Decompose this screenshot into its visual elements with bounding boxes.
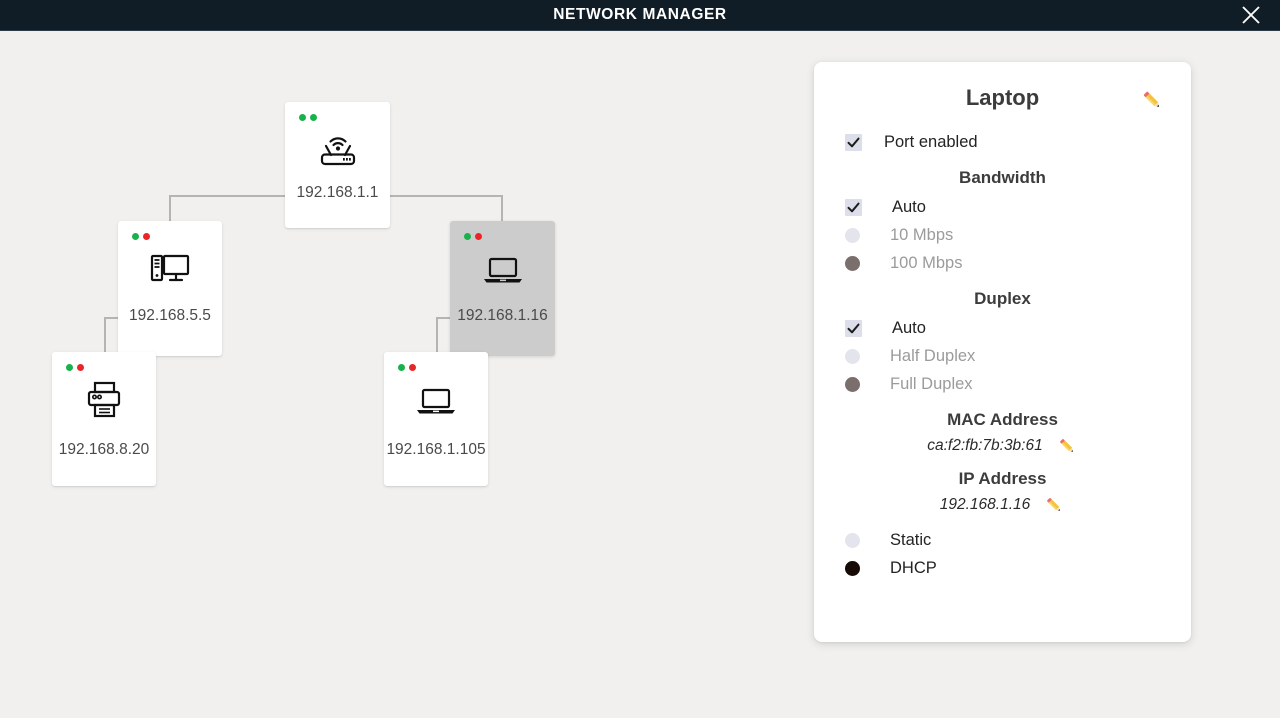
duplex-auto-label: Auto [892, 318, 926, 337]
status-leds [464, 233, 482, 240]
bandwidth-auto-row[interactable]: Auto [814, 193, 1191, 221]
ip-address-heading: IP Address [958, 469, 1047, 488]
topology-node-printer[interactable]: 192.168.8.20 [52, 352, 156, 486]
link-laptop-drop-v [436, 317, 438, 355]
duplex-full-label: Full Duplex [890, 374, 973, 393]
status-leds [66, 364, 84, 371]
link-pc-drop-v [104, 317, 106, 355]
led-green [464, 233, 471, 240]
port-enabled-checkbox[interactable] [845, 133, 862, 151]
led-green [66, 364, 73, 371]
ip-address-value: 192.168.1.16 [939, 496, 1031, 513]
bandwidth-heading: Bandwidth [959, 168, 1046, 187]
close-icon[interactable] [1236, 0, 1266, 30]
led-green [299, 114, 306, 121]
panel-header: Laptop [814, 62, 1191, 128]
wifi-router-icon [285, 128, 390, 174]
dhcp-radio[interactable] [845, 560, 860, 576]
topology-node-laptop[interactable]: 192.168.1.105 [384, 352, 488, 486]
duplex-auto-row[interactable]: Auto [814, 314, 1191, 342]
pencil-edit-icon-title[interactable] [1139, 87, 1165, 113]
node-label: 192.168.1.1 [296, 184, 379, 201]
node-label: 192.168.8.20 [58, 441, 150, 458]
dhcp-label: DHCP [890, 558, 937, 577]
laptop-icon [450, 247, 555, 293]
window-titlebar: NETWORK MANAGER [0, 0, 1280, 31]
bandwidth-auto-label: Auto [892, 197, 926, 216]
bandwidth-10mbps-radio[interactable] [845, 227, 860, 243]
led-red [143, 233, 150, 240]
led-red [475, 233, 482, 240]
desktop-computer-icon [118, 247, 222, 293]
duplex-half-radio[interactable] [845, 348, 860, 364]
pencil-edit-icon-ip[interactable] [1043, 494, 1065, 516]
duplex-full-radio[interactable] [845, 376, 860, 392]
ip-address-value-row: 192.168.1.16 [814, 494, 1191, 516]
duplex-half-label: Half Duplex [890, 346, 976, 365]
bandwidth-100mbps-radio[interactable] [845, 255, 860, 271]
bandwidth-10mbps-label: 10 Mbps [890, 225, 954, 244]
panel-title: Laptop [965, 85, 1040, 110]
bandwidth-100mbps-label: 100 Mbps [890, 253, 963, 272]
addressing-static-row[interactable]: Static [814, 526, 1191, 554]
static-label: Static [890, 530, 932, 549]
link-bus-to-pc [169, 195, 171, 223]
pencil-edit-icon-mac[interactable] [1056, 435, 1078, 457]
node-label: 192.168.5.5 [129, 307, 211, 324]
topology-node-router[interactable]: 192.168.1.1 [285, 102, 390, 228]
static-radio[interactable] [845, 532, 860, 548]
led-green [310, 114, 317, 121]
bandwidth-10mbps-row[interactable]: 10 Mbps [814, 221, 1191, 249]
bandwidth-auto-checkbox[interactable] [845, 198, 862, 216]
status-leds [398, 364, 416, 371]
led-green [132, 233, 139, 240]
node-label: 192.168.1.16 [457, 307, 548, 324]
mac-address-value-row: ca:f2:fb:7b:3b:61 [814, 435, 1191, 457]
duplex-half-row[interactable]: Half Duplex [814, 342, 1191, 370]
duplex-auto-checkbox[interactable] [845, 319, 862, 337]
duplex-heading: Duplex [974, 289, 1031, 308]
device-detail-panel: Laptop Port enabled Bandwidth [814, 62, 1191, 642]
mac-address-heading: MAC Address [947, 410, 1058, 429]
port-enabled-label: Port enabled [884, 132, 978, 151]
topology-node-desktop[interactable]: 192.168.5.5 [118, 221, 222, 356]
laptop-icon [384, 378, 488, 424]
led-red [409, 364, 416, 371]
mac-address-value: ca:f2:fb:7b:3b:61 [927, 437, 1043, 454]
status-leds [299, 114, 317, 121]
node-label: 192.168.1.105 [386, 441, 486, 458]
led-red [77, 364, 84, 371]
topology-node-laptop-selected[interactable]: 192.168.1.16 [450, 221, 555, 356]
bandwidth-100mbps-row[interactable]: 100 Mbps [814, 249, 1191, 277]
addressing-dhcp-row[interactable]: DHCP [814, 554, 1191, 582]
port-enabled-row[interactable]: Port enabled [814, 128, 1191, 156]
led-green [398, 364, 405, 371]
status-leds [132, 233, 150, 240]
printer-icon [52, 378, 156, 424]
window-title: NETWORK MANAGER [553, 6, 727, 23]
link-bus-to-laptop [501, 195, 503, 223]
duplex-full-row[interactable]: Full Duplex [814, 370, 1191, 398]
